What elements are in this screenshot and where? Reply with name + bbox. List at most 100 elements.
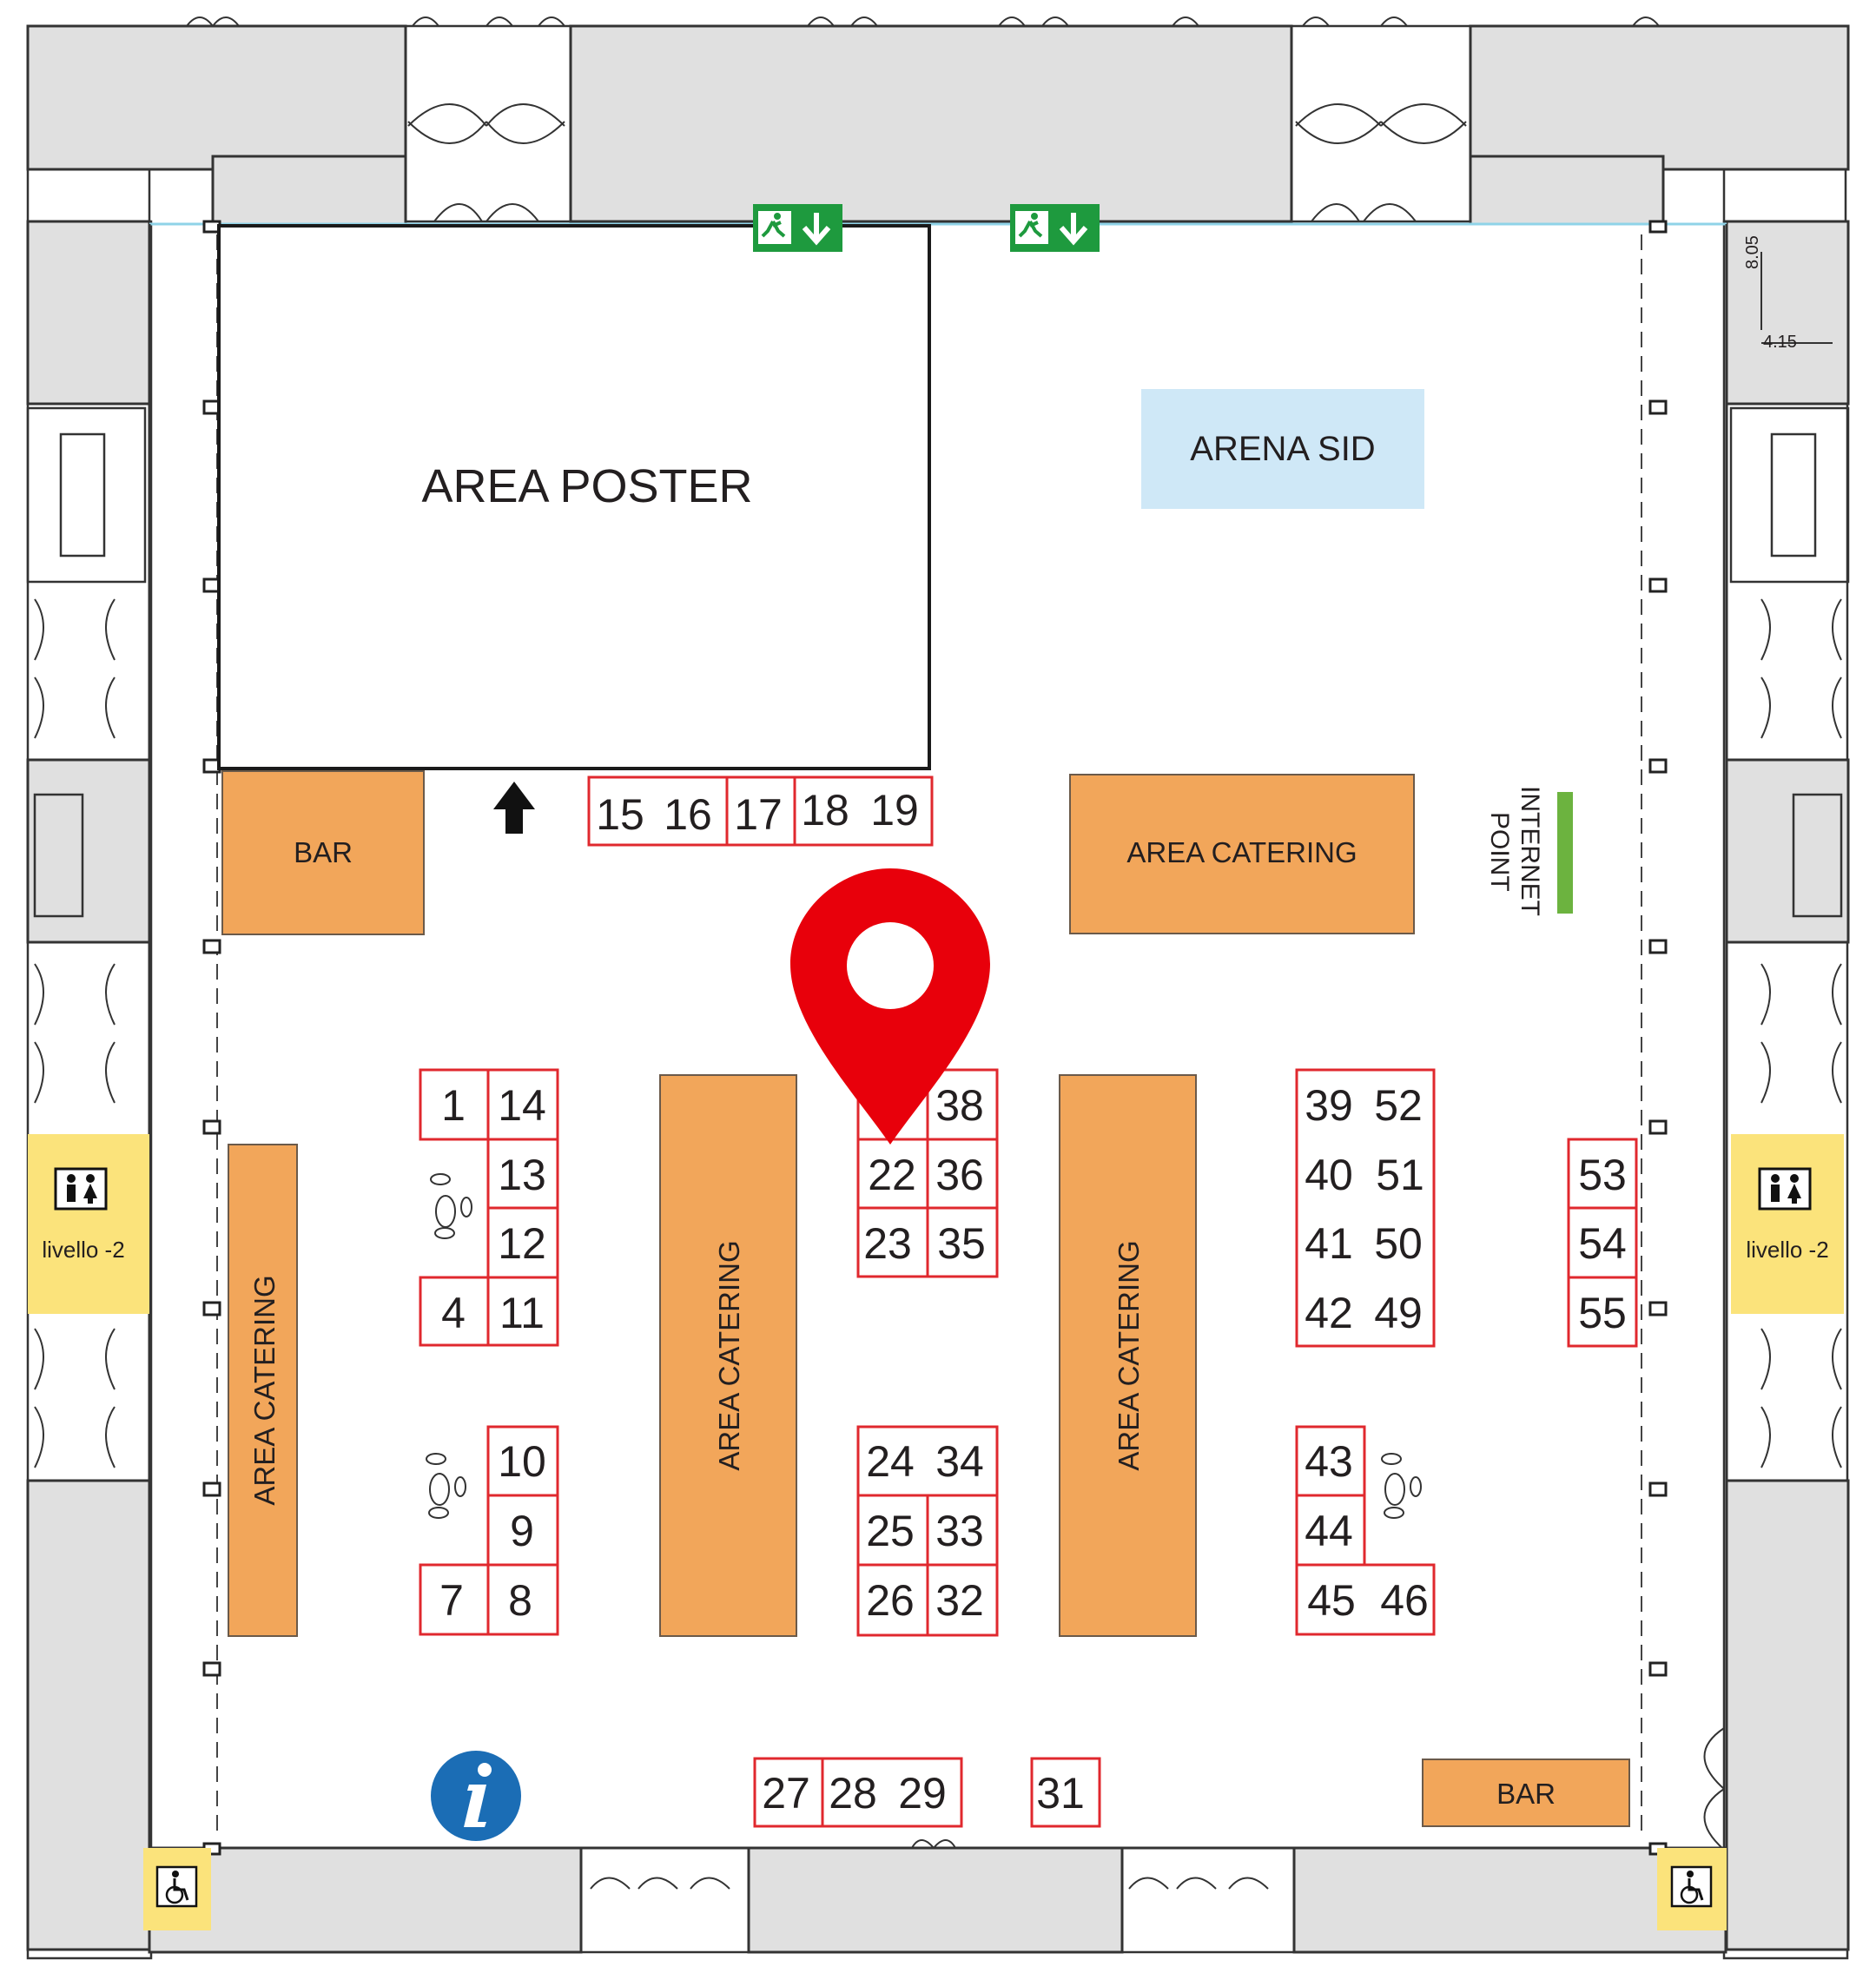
- svg-text:34: 34: [935, 1437, 984, 1486]
- booth-51[interactable]: 51: [1376, 1151, 1424, 1199]
- svg-text:52: 52: [1374, 1081, 1423, 1130]
- booth-55[interactable]: 55: [1578, 1289, 1627, 1337]
- area-poster-label: AREA POSTER: [421, 460, 752, 512]
- svg-text:19: 19: [870, 786, 919, 835]
- internet-point-line1: INTERNET: [1516, 786, 1544, 916]
- svg-text:53: 53: [1578, 1151, 1627, 1199]
- bar-bottom[interactable]: BAR: [1422, 1759, 1630, 1827]
- arena-sid[interactable]: ARENA SID: [1141, 389, 1424, 509]
- booth-14[interactable]: 14: [498, 1081, 546, 1130]
- emergency-exit-icon: [753, 204, 842, 252]
- booth-41[interactable]: 41: [1305, 1219, 1353, 1268]
- bar-top-label: BAR: [294, 836, 353, 868]
- booth-group-43-46: 43 44 45 46: [1295, 1425, 1436, 1636]
- catering-mid-right[interactable]: AREA CATERING: [1059, 1074, 1197, 1637]
- booth-54[interactable]: 54: [1578, 1219, 1627, 1268]
- booth-38[interactable]: 38: [935, 1081, 984, 1130]
- booth-9[interactable]: 9: [510, 1507, 534, 1555]
- booth-11[interactable]: 11: [499, 1289, 545, 1337]
- booth-25[interactable]: 25: [866, 1507, 915, 1555]
- booth-17[interactable]: 17: [734, 790, 783, 839]
- footprints-icon: [426, 1453, 466, 1519]
- svg-text:42: 42: [1305, 1289, 1353, 1337]
- catering-left[interactable]: AREA CATERING: [228, 1144, 298, 1637]
- svg-text:43: 43: [1305, 1437, 1353, 1486]
- booth-15[interactable]: 15: [596, 790, 644, 839]
- booth-10[interactable]: 10: [498, 1437, 546, 1486]
- booth-27[interactable]: 27: [762, 1769, 810, 1818]
- svg-text:23: 23: [863, 1219, 912, 1268]
- booth-4[interactable]: 4: [441, 1289, 466, 1337]
- svg-text:29: 29: [898, 1769, 947, 1818]
- restroom-right[interactable]: livello -2: [1731, 1134, 1844, 1314]
- svg-text:54: 54: [1578, 1219, 1627, 1268]
- booth-19[interactable]: 19: [870, 786, 919, 835]
- internet-point-line2: POINT: [1485, 812, 1514, 892]
- booth-group-24-34: 24 34 25 33 26 32: [856, 1425, 999, 1637]
- svg-text:39: 39: [1305, 1081, 1353, 1130]
- booth-45[interactable]: 45: [1307, 1576, 1356, 1625]
- booth-group-15-19: 15 16 17 18 19: [587, 775, 934, 847]
- svg-text:31: 31: [1036, 1769, 1085, 1818]
- svg-text:36: 36: [935, 1151, 984, 1199]
- catering-mid-left[interactable]: AREA CATERING: [659, 1074, 797, 1637]
- restroom-icon: [1758, 1167, 1812, 1211]
- booth-22[interactable]: 22: [868, 1151, 916, 1199]
- booth-1[interactable]: 1: [441, 1081, 466, 1130]
- booth-39[interactable]: 39: [1305, 1081, 1353, 1130]
- restroom-left-label: livello -2: [42, 1237, 124, 1263]
- booth-7[interactable]: 7: [439, 1576, 464, 1625]
- bar-top[interactable]: BAR: [221, 770, 425, 935]
- emergency-exit-icon: [1010, 204, 1100, 252]
- svg-text:9: 9: [510, 1507, 534, 1555]
- booth-28[interactable]: 28: [829, 1769, 877, 1818]
- booth-32[interactable]: 32: [935, 1576, 984, 1625]
- wheelchair-icon: [1657, 1848, 1727, 1930]
- booth-35[interactable]: 35: [937, 1219, 986, 1268]
- booth-53[interactable]: 53: [1578, 1151, 1627, 1199]
- booth-12[interactable]: 12: [498, 1219, 546, 1268]
- booth-52[interactable]: 52: [1374, 1081, 1423, 1130]
- booth-50[interactable]: 50: [1374, 1219, 1423, 1268]
- booth-18[interactable]: 18: [801, 786, 849, 835]
- booth-group-22-38: 38 22 36 23 35: [856, 1068, 999, 1278]
- booth-31[interactable]: 31: [1030, 1757, 1101, 1828]
- booth-43[interactable]: 43: [1305, 1437, 1353, 1486]
- booth-49[interactable]: 49: [1374, 1289, 1423, 1337]
- booth-40[interactable]: 40: [1305, 1151, 1353, 1199]
- svg-text:8: 8: [508, 1576, 532, 1625]
- location-pin-icon[interactable]: [790, 868, 990, 1145]
- svg-text:11: 11: [499, 1289, 545, 1337]
- booth-group-39-52: 39 52 40 51 41 50 42 49: [1295, 1068, 1436, 1348]
- booth-16[interactable]: 16: [664, 790, 712, 839]
- bar-bottom-label: BAR: [1496, 1778, 1556, 1810]
- booth-33[interactable]: 33: [935, 1507, 984, 1555]
- svg-text:28: 28: [829, 1769, 877, 1818]
- booth-29[interactable]: 29: [898, 1769, 947, 1818]
- booth-34[interactable]: 34: [935, 1437, 984, 1486]
- booth-23[interactable]: 23: [863, 1219, 912, 1268]
- svg-text:40: 40: [1305, 1151, 1353, 1199]
- internet-point[interactable]: INTERNET POINT: [1485, 786, 1573, 916]
- booth-13[interactable]: 13: [498, 1151, 546, 1199]
- booth-46[interactable]: 46: [1380, 1576, 1429, 1625]
- booth-24[interactable]: 24: [866, 1437, 915, 1486]
- dimension-width: 4.15: [1763, 333, 1797, 352]
- area-poster[interactable]: AREA POSTER: [217, 224, 931, 770]
- room-dimensions: 8.05 4.15: [1743, 235, 1833, 352]
- svg-text:13: 13: [498, 1151, 546, 1199]
- svg-text:33: 33: [935, 1507, 984, 1555]
- info-icon[interactable]: [431, 1751, 521, 1841]
- svg-text:24: 24: [866, 1437, 915, 1486]
- booth-36[interactable]: 36: [935, 1151, 984, 1199]
- restroom-right-label: livello -2: [1746, 1237, 1828, 1263]
- booth-26[interactable]: 26: [866, 1576, 915, 1625]
- booth-8[interactable]: 8: [508, 1576, 532, 1625]
- booth-44[interactable]: 44: [1305, 1507, 1353, 1555]
- svg-text:22: 22: [868, 1151, 916, 1199]
- restroom-left[interactable]: livello -2: [28, 1134, 149, 1314]
- catering-top-right[interactable]: AREA CATERING: [1069, 774, 1415, 934]
- booth-42[interactable]: 42: [1305, 1289, 1353, 1337]
- arrow-up-icon: [493, 782, 535, 834]
- svg-text:15: 15: [596, 790, 644, 839]
